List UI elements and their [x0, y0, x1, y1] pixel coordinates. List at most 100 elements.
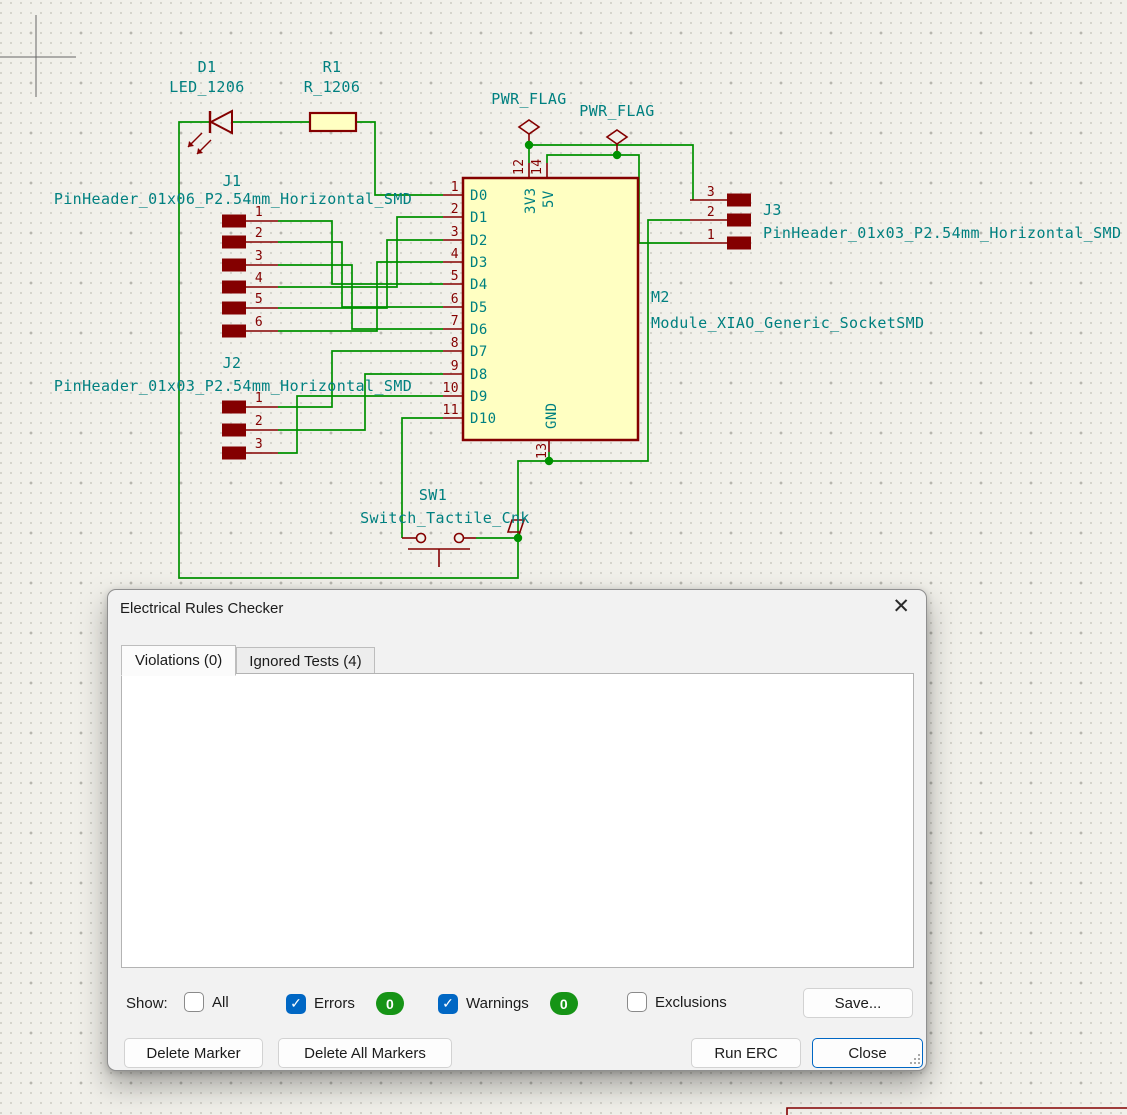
schematic-label[interactable]: 13	[535, 443, 550, 459]
delete-all-markers-button[interactable]: Delete All Markers	[278, 1038, 452, 1068]
tab-ignored-tests[interactable]: Ignored Tests (4)	[236, 647, 375, 676]
wire[interactable]	[278, 241, 443, 308]
schematic-label[interactable]: 2	[707, 205, 715, 220]
filter-exclusions[interactable]: Exclusions	[627, 992, 727, 1012]
pad[interactable]	[222, 235, 246, 249]
delete-marker-button[interactable]: Delete Marker	[124, 1038, 263, 1068]
schematic-label[interactable]: 5V	[541, 190, 557, 208]
save-button[interactable]: Save...	[803, 988, 913, 1018]
tab-violations[interactable]: Violations (0)	[121, 645, 237, 676]
wire[interactable]	[278, 261, 443, 332]
pwr-flag-symbol[interactable]	[605, 129, 629, 145]
schematic-label[interactable]: 2	[255, 414, 263, 429]
schematic-label[interactable]: Switch_Tactile_Cnk	[360, 509, 530, 527]
schematic-label[interactable]: D2	[470, 233, 488, 249]
pad[interactable]	[727, 236, 751, 250]
schematic-label[interactable]: 10	[443, 381, 459, 396]
schematic-label[interactable]: D8	[470, 367, 488, 383]
schematic-label[interactable]: D7	[470, 344, 488, 360]
schematic-label[interactable]: PinHeader_01x03_P2.54mm_Horizontal_SMD	[54, 377, 412, 395]
schematic-label[interactable]: 4	[255, 271, 263, 286]
close-icon[interactable]: ✕	[892, 595, 910, 618]
schematic-label[interactable]: 1	[451, 180, 459, 195]
schematic-label[interactable]: D1	[470, 210, 488, 226]
pad[interactable]	[727, 193, 751, 207]
wire[interactable]	[278, 216, 443, 288]
schematic-label[interactable]: 2	[451, 202, 459, 217]
wire[interactable]	[401, 417, 443, 538]
schematic-label[interactable]: SW1	[419, 486, 447, 504]
resistor-body[interactable]	[308, 111, 358, 133]
pad[interactable]	[222, 400, 246, 414]
schematic-label[interactable]: LED_1206	[169, 78, 244, 96]
schematic-label[interactable]: R_1206	[304, 78, 361, 96]
wire[interactable]	[356, 121, 443, 196]
wire[interactable]	[278, 239, 443, 309]
filter-errors[interactable]: ✓ Errors 0	[286, 992, 404, 1015]
schematic-label[interactable]: PinHeader_01x03_P2.54mm_Horizontal_SMD	[763, 224, 1121, 242]
pad[interactable]	[222, 301, 246, 315]
pad[interactable]	[727, 213, 751, 227]
wire[interactable]	[528, 144, 694, 200]
schematic-label[interactable]: J3	[763, 201, 782, 219]
wire[interactable]	[278, 350, 443, 408]
run-erc-button[interactable]: Run ERC	[691, 1038, 801, 1068]
violations-list[interactable]	[121, 673, 914, 968]
schematic-label[interactable]: GND	[544, 403, 560, 430]
schematic-label[interactable]: 6	[451, 292, 459, 307]
resize-grip[interactable]	[918, 1062, 920, 1064]
wire[interactable]	[546, 154, 690, 244]
schematic-label[interactable]: D5	[470, 300, 488, 316]
led-symbol[interactable]	[208, 109, 233, 135]
schematic-label[interactable]: 8	[451, 336, 459, 351]
schematic-label[interactable]: J1	[223, 172, 242, 190]
checkbox-exclusions[interactable]	[627, 992, 647, 1012]
filter-warnings[interactable]: ✓ Warnings 0	[438, 992, 578, 1015]
schematic-label[interactable]: Module_XIAO_Generic_SocketSMD	[651, 314, 925, 332]
wire[interactable]	[278, 373, 443, 431]
pad[interactable]	[222, 324, 246, 338]
schematic-label[interactable]: 5	[255, 292, 263, 307]
schematic-label[interactable]: D10	[470, 411, 497, 427]
schematic-label[interactable]: 9	[451, 359, 459, 374]
switch-pin[interactable]	[415, 532, 427, 544]
pad[interactable]	[222, 446, 246, 460]
wire[interactable]	[278, 264, 443, 330]
schematic-label[interactable]: D3	[470, 255, 488, 271]
schematic-label[interactable]: 7	[451, 314, 459, 329]
schematic-label[interactable]: 14	[530, 159, 545, 175]
filter-all[interactable]: All	[184, 992, 229, 1012]
pad[interactable]	[222, 258, 246, 272]
schematic-label[interactable]: 1	[255, 391, 263, 406]
schematic-label[interactable]: PWR_FLAG	[491, 90, 566, 108]
pwr-flag-symbol[interactable]	[517, 119, 541, 135]
wire[interactable]	[549, 219, 690, 462]
pad[interactable]	[222, 423, 246, 437]
wire[interactable]	[278, 395, 443, 454]
schematic-label[interactable]: 3	[255, 437, 263, 452]
schematic-label[interactable]: 3	[451, 225, 459, 240]
wire[interactable]	[278, 220, 443, 285]
schematic-label[interactable]: J2	[223, 354, 242, 372]
schematic-label[interactable]: PWR_FLAG	[579, 102, 654, 120]
schematic-label[interactable]: D9	[470, 389, 488, 405]
schematic-label[interactable]: 5	[451, 269, 459, 284]
close-button[interactable]: Close	[812, 1038, 923, 1068]
schematic-label[interactable]: D1	[198, 58, 217, 76]
schematic-label[interactable]: D4	[470, 277, 488, 293]
schematic-label[interactable]: D6	[470, 322, 488, 338]
schematic-label[interactable]: D0	[470, 188, 488, 204]
switch-pin[interactable]	[453, 532, 465, 544]
checkbox-warnings[interactable]: ✓	[438, 993, 458, 1014]
schematic-label[interactable]: 4	[451, 247, 459, 262]
schematic-label[interactable]: 11	[443, 403, 459, 418]
schematic-label[interactable]: M2	[651, 288, 670, 306]
pad[interactable]	[222, 280, 246, 294]
schematic-label[interactable]: 12	[512, 159, 527, 175]
schematic-label[interactable]: 6	[255, 315, 263, 330]
schematic-label[interactable]: 2	[255, 226, 263, 241]
checkbox-all[interactable]	[184, 992, 204, 1012]
schematic-label[interactable]: 3	[255, 249, 263, 264]
